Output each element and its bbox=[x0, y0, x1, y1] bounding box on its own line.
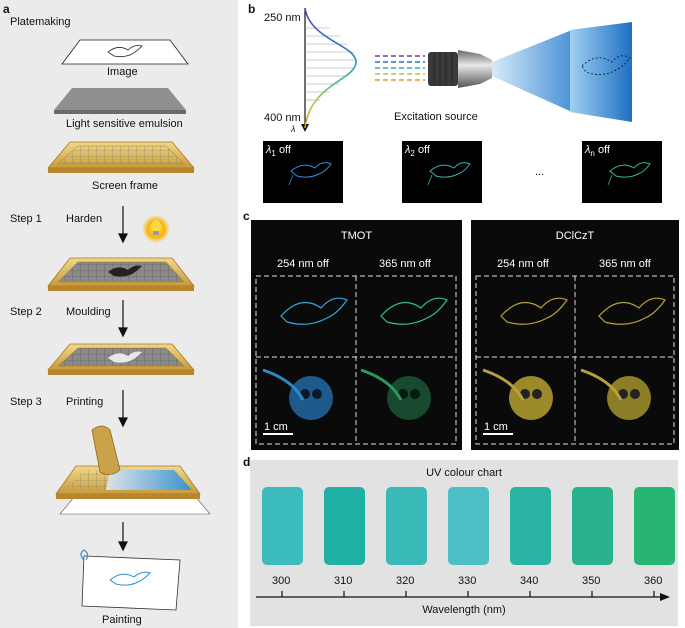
dclczt-title: DClCzT bbox=[555, 230, 595, 242]
uv-swatch-320 bbox=[386, 487, 427, 565]
lambdan-off-text: off bbox=[597, 144, 610, 156]
lambda1-off-box: λ1 off bbox=[263, 141, 343, 203]
uv-swatch-330 bbox=[448, 487, 489, 565]
tmot-title: TMOT bbox=[340, 230, 373, 242]
tmot-images bbox=[255, 275, 457, 445]
wavelength-bottom-label: 400 nm bbox=[264, 112, 301, 124]
platemaking-title: Platemaking bbox=[10, 16, 71, 28]
uv-swatch-360 bbox=[634, 487, 675, 565]
moulding-label: Moulding bbox=[66, 306, 111, 318]
lambdan-dove bbox=[607, 162, 651, 186]
image-sheet bbox=[61, 39, 189, 65]
tick-label-340: 340 bbox=[520, 575, 539, 587]
platemaking-illustration bbox=[47, 39, 211, 611]
screen-frame-3 bbox=[47, 343, 195, 375]
uv-swatch-310 bbox=[324, 487, 365, 565]
step2-label: Step 2 bbox=[10, 306, 42, 318]
lambdan-off-box: λn off bbox=[582, 141, 662, 203]
lambdan-symbol: λ bbox=[585, 144, 591, 156]
tick-label-350: 350 bbox=[582, 575, 601, 587]
tmot-panel: TMOT 254 nm off 365 nm off 1 cm bbox=[251, 220, 462, 450]
tick-label-360: 360 bbox=[644, 575, 663, 587]
wavelength-axis bbox=[256, 591, 670, 601]
panel-b-label: b bbox=[248, 2, 256, 16]
tmot-365-label: 365 nm off bbox=[379, 258, 431, 270]
screen-frame-2 bbox=[47, 257, 195, 291]
painting-sheet bbox=[80, 549, 181, 611]
ellipsis: ... bbox=[535, 166, 545, 178]
panel-c-label: c bbox=[243, 209, 250, 223]
tick-label-330: 330 bbox=[458, 575, 477, 587]
tick-label-320: 320 bbox=[396, 575, 415, 587]
tmot-scale-label: 1 cm bbox=[264, 421, 288, 433]
image-bird bbox=[107, 45, 143, 58]
tick-label-310: 310 bbox=[334, 575, 353, 587]
emulsion-label: Light sensitive emulsion bbox=[66, 118, 183, 130]
image-label: Image bbox=[107, 66, 138, 78]
lambda2-off-text: off bbox=[417, 144, 430, 156]
lambda2-symbol: λ bbox=[405, 144, 411, 156]
painting-label: Painting bbox=[102, 614, 142, 626]
squeegee bbox=[91, 425, 121, 475]
printing-label: Printing bbox=[66, 396, 104, 408]
panel-d-label: d bbox=[243, 455, 251, 469]
uv-swatch-350 bbox=[572, 487, 613, 565]
excitation-source-label: Excitation source bbox=[394, 111, 478, 123]
lambda1-off-text: off bbox=[278, 144, 291, 156]
lambda1-dove bbox=[288, 162, 332, 186]
uv-swatch-300 bbox=[262, 487, 303, 565]
panel-a-label: a bbox=[3, 2, 10, 16]
printing-illustration bbox=[55, 425, 211, 515]
step3-label: Step 3 bbox=[10, 396, 42, 408]
dclczt-365-label: 365 nm off bbox=[599, 258, 651, 270]
dclczt-scale-label: 1 cm bbox=[484, 421, 508, 433]
lambda2-off-box: λ2 off bbox=[402, 141, 482, 203]
dclczt-panel: DClCzT 254 nm off 365 nm off 1 cm bbox=[471, 220, 679, 450]
harden-label: Harden bbox=[66, 213, 103, 225]
screen-frame-1 bbox=[47, 141, 195, 173]
wavelength-axis-label: Wavelength (nm) bbox=[422, 604, 506, 616]
uv-swatch-340 bbox=[510, 487, 551, 565]
wavelength-top-label: 250 nm bbox=[264, 12, 301, 24]
dclczt-254-label: 254 nm off bbox=[497, 258, 549, 270]
lambda-axis-symbol: λ bbox=[291, 124, 296, 134]
excitation-diagram bbox=[301, 7, 632, 132]
tick-label-300: 300 bbox=[272, 575, 291, 587]
screen-frame-label: Screen frame bbox=[92, 180, 159, 192]
lambda1-sub: 1 bbox=[271, 149, 276, 159]
lambda1-symbol: λ bbox=[266, 144, 272, 156]
tmot-254-label: 254 nm off bbox=[277, 258, 329, 270]
dclczt-images bbox=[475, 275, 675, 445]
lambda2-dove bbox=[427, 162, 471, 186]
step1-label: Step 1 bbox=[10, 213, 42, 225]
emulsion-slab bbox=[54, 88, 186, 110]
uv-chart-title: UV colour chart bbox=[426, 467, 502, 479]
lambda2-sub: 2 bbox=[410, 149, 415, 159]
lambdan-sub: n bbox=[590, 149, 595, 159]
